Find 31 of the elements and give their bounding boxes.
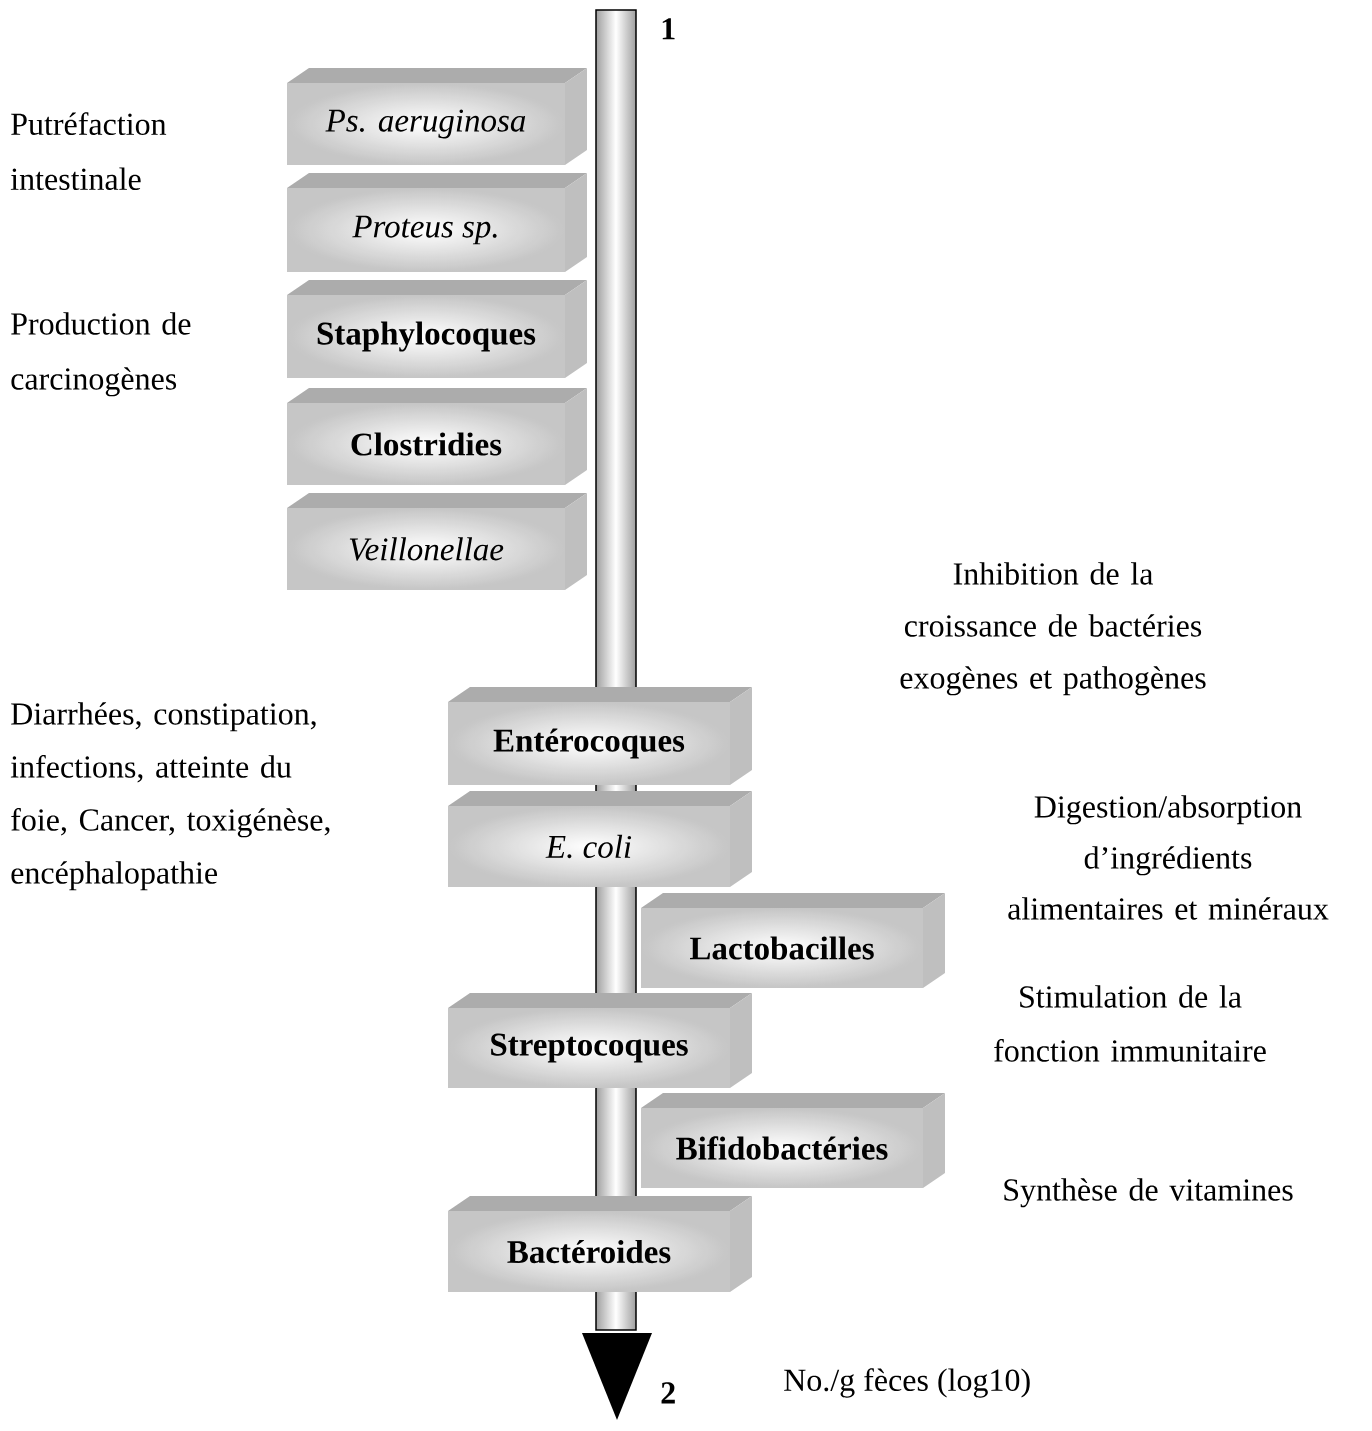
axis-label: No./g fèces (log10) xyxy=(784,1368,1030,1398)
block-3d: E. coli xyxy=(448,791,752,887)
node-label: Entérocoques xyxy=(493,728,685,759)
node-label: Clostridies xyxy=(351,432,502,456)
block-3d: Proteus sp. xyxy=(287,173,587,272)
block-3d: Staphylocoques xyxy=(287,280,587,378)
block-3d: Bactéroides xyxy=(448,1196,752,1292)
node-label: Proteus sp. xyxy=(352,215,497,245)
block-3d: Clostridies xyxy=(287,388,587,485)
node-label: Lactobacilles xyxy=(690,936,874,960)
annotation-text: Stimulation de la fonction immunitaire xyxy=(994,985,1266,1062)
node-label: Bactéroides xyxy=(507,1239,671,1264)
block-3d: Lactobacilles xyxy=(641,893,945,988)
node-label: Ps. aeruginosa xyxy=(325,109,526,139)
annotation-text: Synthèse de vitamines xyxy=(1004,1178,1293,1208)
block-3d: Ps. aeruginosa xyxy=(287,68,587,165)
block-3d: Bifidobactéries xyxy=(641,1093,945,1188)
scale-mark: 2 xyxy=(661,1382,675,1404)
node-label: Streptocoques xyxy=(491,1033,688,1063)
node-label: Veillonellae xyxy=(349,537,504,561)
block-3d: Streptocoques xyxy=(448,993,752,1088)
node-label: Bifidobactéries xyxy=(676,1136,888,1160)
block-3d: Veillonellae xyxy=(287,493,587,590)
block-3d: Entérocoques xyxy=(448,687,752,785)
annotation-text: Putréfaction intestinale xyxy=(10,112,167,191)
annotation-text: Diarrhées, constipation, infections, atteinte du foie, Cancer, toxigénèse, encéphalopathie xyxy=(10,702,330,891)
annotation-text: Digestion/absorption d’ingrédients alimentaires et minéraux xyxy=(1008,795,1329,920)
node-label: Staphylocoques xyxy=(317,321,536,352)
node-label: E. coli xyxy=(545,834,632,859)
annotation-text: Inhibition de la croissance de bactéries exogènes et pathogènes xyxy=(900,562,1206,696)
annotation-text: Production de carcinogènes xyxy=(11,312,191,397)
